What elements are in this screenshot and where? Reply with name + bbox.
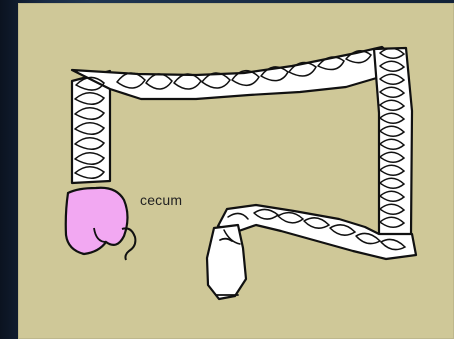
- cecum-label: cecum: [140, 192, 182, 208]
- cecum: [66, 188, 136, 260]
- colon-diagram: [18, 3, 454, 339]
- cecum-shape: [66, 188, 128, 254]
- transverse-colon: [72, 47, 403, 99]
- descending-colon: [374, 48, 412, 235]
- diagram-panel: cecum: [18, 3, 454, 339]
- rectum: [207, 225, 246, 299]
